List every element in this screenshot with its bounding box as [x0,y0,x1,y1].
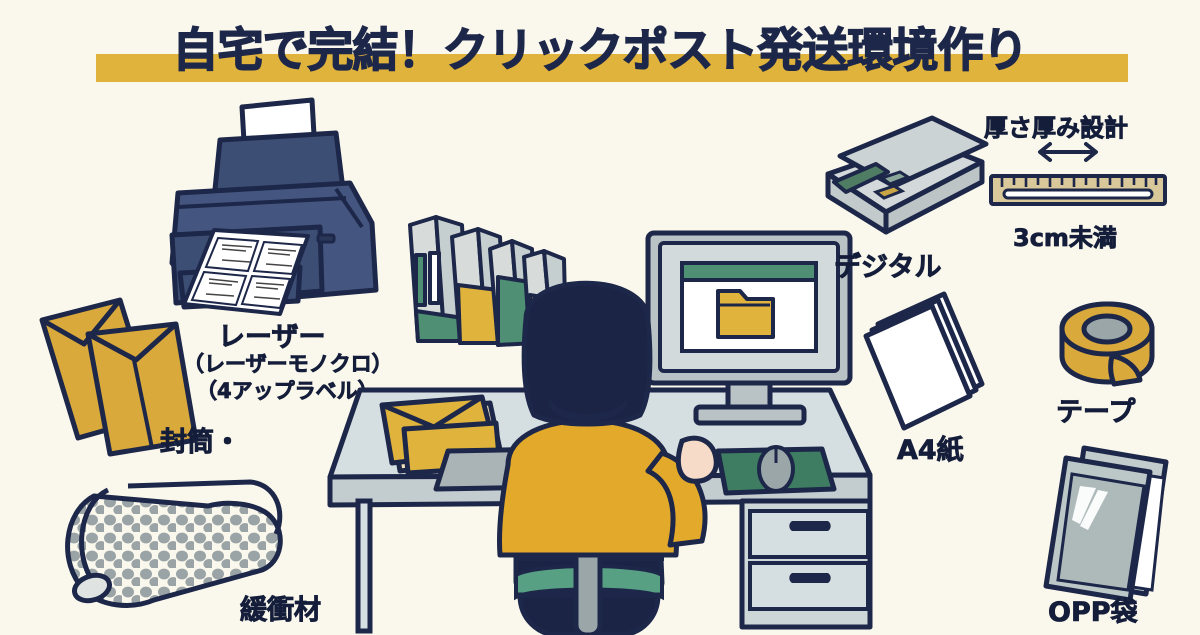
desk-scene [327,215,873,635]
printer-label-main: レーザー [218,322,326,354]
bubble-wrap-label: 緩衝材 [240,595,322,627]
opp-bag-label: OPP袋 [1048,597,1138,629]
a4-paper-stack-icon [858,288,998,431]
mouse-icon [757,445,795,493]
tape-label: テープ [1056,397,1136,429]
printer-label-sub1: （レーザーモノクロ） [183,352,393,377]
envelope-label: 封筒・ [160,427,242,459]
person-at-desk-icon [496,280,719,558]
thickness-value-label: 3cm未満 [1013,224,1118,253]
page-title: 自宅で完結！クリックポスト発送環境作り [0,8,1200,86]
title-text: 自宅で完結！クリックポスト発送環境作り [172,22,1030,78]
mousepad-icon [715,445,837,496]
opp-bag-icon [1040,440,1190,603]
scale-label: デジタル [834,252,942,284]
tape-roll-icon [1052,300,1162,390]
ruler-icon [988,172,1168,208]
double-arrow-icon [1030,140,1106,164]
title-highlight-band [96,54,1128,82]
label-sheet-4up-icon [182,228,312,318]
printer-label-sub2: （4アップラベル） [196,379,379,404]
folder-icon [716,289,775,339]
monitor-icon [645,230,853,426]
thickness-heading: 厚さ厚み設計 [984,114,1129,143]
paper-label: A4紙 [897,435,964,467]
bubble-wrap-roll-icon [50,478,290,628]
kraft-envelope-icon [24,297,204,458]
digital-scale-icon [820,108,990,248]
